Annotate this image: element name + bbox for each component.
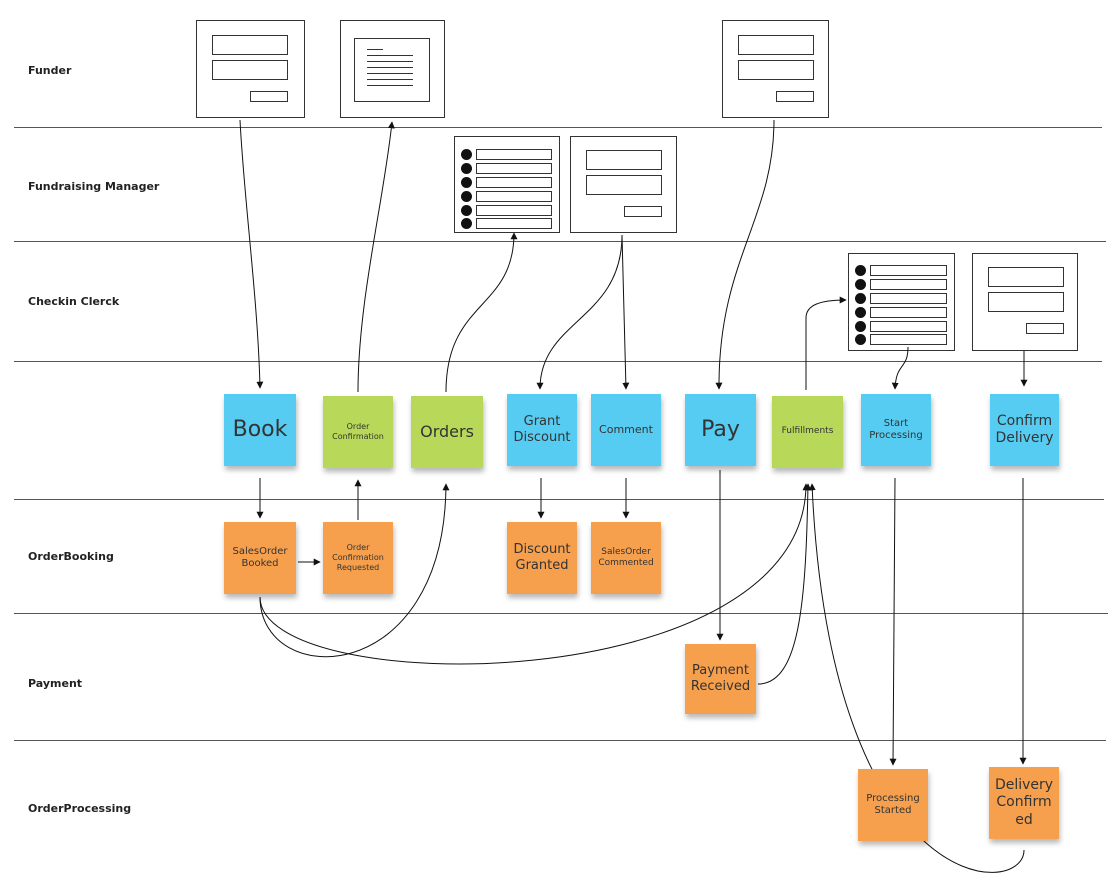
list-mockup-icon: [848, 253, 955, 351]
arrow-payment-to-fulfillments: [757, 483, 812, 685]
arrow-booked-to-orders: [259, 483, 450, 658]
sticky-grant-discount: Grant Discount: [507, 394, 577, 466]
arrow-fulfillments-to-list: [805, 296, 847, 390]
arrow-form-to-comment: [621, 234, 630, 390]
sticky-comment: Comment: [591, 394, 661, 466]
arrow-orders-to-list: [445, 232, 518, 393]
arrow-delivery-to-fulfillments: [808, 483, 1025, 873]
arrow-order-confirmation-to-document: [357, 121, 395, 393]
lane-label-checkin-clerck: Checkin Clerck: [28, 295, 120, 308]
sticky-fulfillments: Fulfillments: [772, 396, 843, 468]
sticky-order-confirmation-requested: Order Confirmation Requested: [323, 522, 393, 594]
document-mockup-icon: [340, 20, 445, 118]
form-mockup-icon: [722, 20, 829, 118]
sticky-start-processing: Start Processing: [861, 394, 931, 466]
lane-separator: [14, 241, 1106, 242]
lane-separator: [14, 499, 1104, 500]
arrow-form-to-grant-discount: [536, 234, 623, 390]
sticky-discount-granted: Discount Granted: [507, 522, 577, 594]
sticky-delivery-confirmed: Delivery Confirm ed: [989, 767, 1059, 839]
form-mockup-icon: [972, 253, 1078, 351]
arrow-list-to-start-processing: [891, 346, 909, 390]
lane-label-funder: Funder: [28, 64, 72, 77]
list-mockup-icon: [454, 136, 560, 233]
arrow-start-to-processing-started: [889, 477, 897, 766]
lane-separator: [14, 127, 1102, 128]
arrow-funder-form-to-book: [239, 119, 264, 389]
lane-separator: [14, 613, 1108, 614]
lane-label-orderbooking: OrderBooking: [28, 550, 114, 563]
form-mockup-icon: [570, 136, 677, 233]
sticky-book: Book: [224, 394, 296, 466]
sticky-salesorder-commented: SalesOrder Commented: [591, 522, 661, 594]
lane-label-payment: Payment: [28, 677, 83, 690]
arrow-funder-pay-form-to-pay: [715, 119, 775, 390]
lane-separator: [14, 740, 1106, 741]
sticky-payment-received: Payment Received: [685, 644, 756, 714]
lane-label-orderprocessing: OrderProcessing: [28, 802, 132, 815]
sticky-pay: Pay: [685, 394, 756, 466]
sticky-orders: Orders: [411, 396, 483, 468]
sticky-processing-started: Processing Started: [858, 769, 928, 841]
form-mockup-icon: [196, 20, 305, 118]
sticky-salesorder-booked: SalesOrder Booked: [224, 522, 296, 594]
sticky-order-confirmation: Order Confirmation: [323, 396, 393, 468]
lane-separator: [14, 361, 1102, 362]
sticky-confirm-delivery: Confirm Delivery: [990, 394, 1059, 466]
lane-label-fundraising-manager: Fundraising Manager: [28, 180, 160, 193]
